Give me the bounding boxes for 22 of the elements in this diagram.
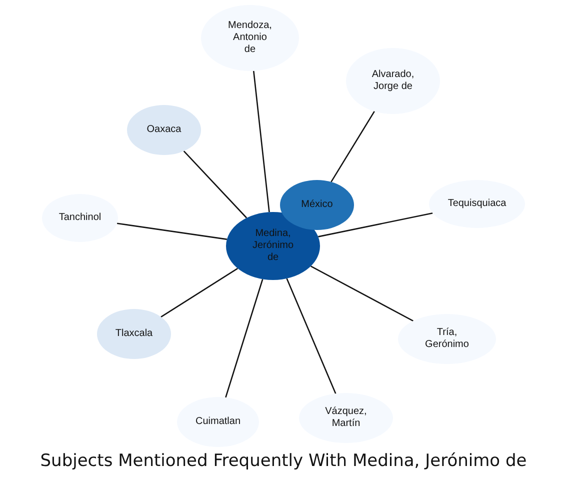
connector-line <box>318 212 433 238</box>
diagram-title: Subjects Mentioned Frequently With Medina, Jerónimo de <box>39 450 528 472</box>
node-label: México <box>301 199 333 211</box>
node-label: Tanchinol <box>58 212 102 224</box>
connector-line <box>330 110 375 182</box>
connector-line <box>225 278 264 398</box>
connector-line <box>160 268 238 318</box>
node-label: Vázquez, Martín <box>325 406 367 430</box>
node-label: Medina, Jerónimo de <box>252 228 294 264</box>
node-label: Alvarado, Jorge de <box>372 69 414 93</box>
connector-line <box>286 278 336 394</box>
node-label: Oaxaca <box>146 124 182 136</box>
connector-line <box>116 222 228 240</box>
topic-ellipse <box>97 309 171 359</box>
node-label: Mendoza, Antonio de <box>228 20 272 56</box>
node-label: Tequisquiaca <box>448 198 506 210</box>
node-label: Cuimatlan <box>195 416 241 428</box>
node-label: Tlaxcala <box>115 328 153 340</box>
connector-line <box>253 70 270 212</box>
node-label: Tría, Gerónimo <box>425 327 469 351</box>
connector-line <box>183 150 248 218</box>
connector-line <box>310 266 414 322</box>
